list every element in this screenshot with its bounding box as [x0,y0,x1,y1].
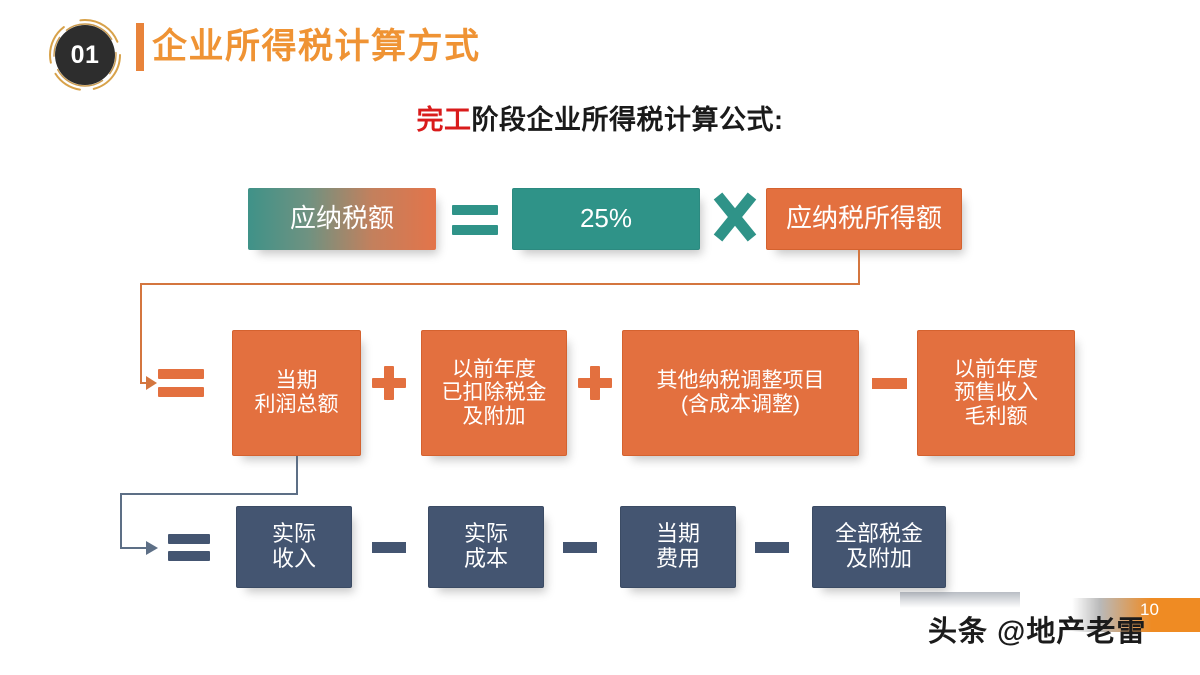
box-line: 其他纳税调整项目 [656,369,825,393]
watermark: 头条 @地产老雷 [928,616,1147,648]
box-line: 以前年度 [954,357,1038,381]
minus-sign-1-row3 [372,542,406,553]
connector-segment [140,382,150,384]
equals-sign-row2 [158,369,204,397]
box-line: 已扣除税金 [441,381,547,405]
page-number: 10 [1140,600,1159,619]
box-current-expenses: 当期 费用 [620,506,736,588]
connector-segment [140,283,142,384]
box-line: 全部税金 [834,521,923,547]
badge-ring-icon [49,19,121,91]
badge-circle: 01 [55,25,115,85]
minus-sign-2-row3 [563,542,597,553]
connector-segment [296,456,298,494]
box-line: 及附加 [462,404,526,428]
box-current-total-profit: 当期 利润总额 [232,330,361,456]
equals-bar-bottom [452,225,498,235]
box-line: 当期 [655,521,700,547]
box-tax-rate: 25% [512,188,700,250]
box-line: 以前年度 [452,357,536,381]
connector-segment [120,493,122,548]
box-line: 费用 [655,546,700,571]
equals-bar-top [168,534,210,544]
plus-sign-2-row2 [578,366,612,400]
box-line: 及附加 [845,546,912,571]
footer-decoration [900,592,1020,608]
formula-subtitle: 完工阶段企业所得税计算公式: [0,100,1200,140]
box-line: 利润总额 [254,393,339,416]
minus-sign-3-row3 [755,542,789,553]
connector-segment [120,493,298,495]
box-line: 毛利额 [964,404,1028,428]
connector-segment [120,547,148,549]
box-label: 应纳税所得额 [785,203,942,234]
box-line: (含成本调整) [681,393,800,416]
plus-bar-vertical [590,366,600,400]
equals-bar-top [452,205,498,215]
plus-bar-vertical [384,366,394,400]
box-line: 实际 [463,521,508,547]
connector-segment [858,250,860,284]
box-prior-year-presale-gross-profit: 以前年度 预售收入 毛利额 [917,330,1075,456]
slide-header: 01 企业所得税计算方式 [0,0,1200,96]
multiply-icon [713,192,757,242]
connector-arrowhead-icon [146,541,158,555]
equals-bar-top [158,369,204,379]
box-all-taxes-and-surcharges: 全部税金 及附加 [812,506,946,588]
badge-number: 01 [70,40,100,69]
box-taxable-income: 应纳税所得额 [766,188,962,250]
connector-segment [140,283,860,285]
box-label: 应纳税额 [289,203,394,234]
equals-sign-row1 [452,205,498,235]
box-line: 成本 [463,546,508,571]
box-line: 实际 [271,521,316,547]
box-prior-year-deducted-tax: 以前年度 已扣除税金 及附加 [421,330,567,456]
box-line: 预售收入 [954,381,1038,405]
box-other-tax-adjustments: 其他纳税调整项目 (含成本调整) [622,330,859,456]
equals-sign-row3 [168,534,210,561]
multiply-sign-row1 [712,192,758,242]
title-accent-bar [136,23,144,71]
plus-sign-1-row2 [372,366,406,400]
box-actual-cost: 实际 成本 [428,506,544,588]
section-number-badge: 01 [47,17,123,93]
page-number-badge [1072,598,1200,632]
box-taxable-amount: 应纳税额 [248,188,436,250]
minus-sign-row2 [872,378,907,389]
box-line: 收入 [271,546,316,571]
subtitle-highlight: 完工 [416,105,472,135]
box-actual-revenue: 实际 收入 [236,506,352,588]
subtitle-rest: 阶段企业所得税计算公式: [471,105,784,135]
equals-bar-bottom [168,551,210,561]
page-title: 企业所得税计算方式 [152,27,481,66]
equals-bar-bottom [158,387,204,397]
box-label: 25% [579,203,633,234]
connector-arrowhead-icon [146,376,157,390]
box-line: 当期 [275,369,318,393]
